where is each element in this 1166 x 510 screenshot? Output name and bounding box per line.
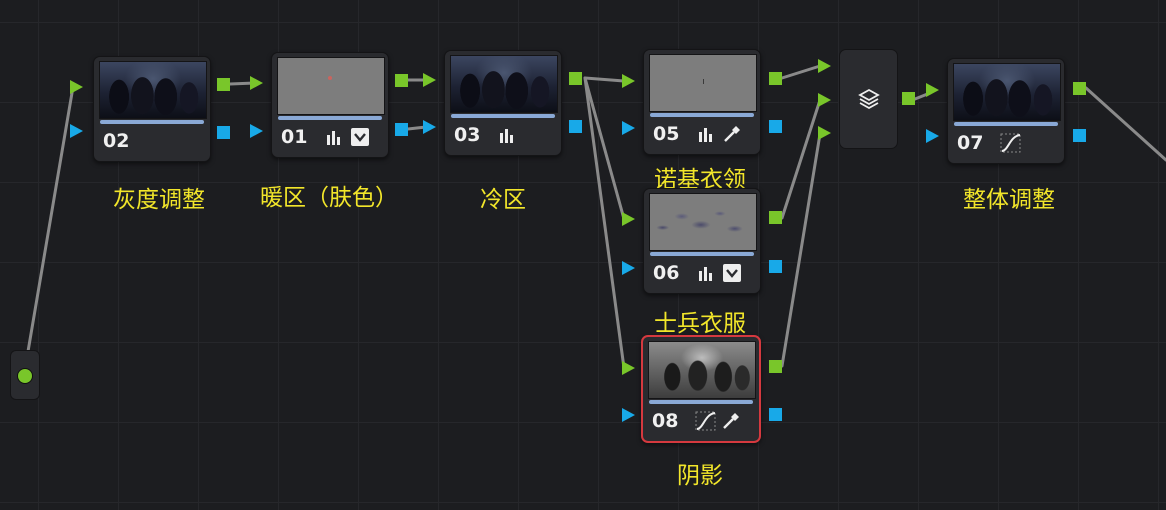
node-08[interactable]: 08 [641, 335, 761, 443]
curves-icon [1000, 133, 1021, 153]
layer-mixer-input-2[interactable] [818, 93, 831, 107]
node-thumbnail [649, 54, 757, 112]
node-02-key-output[interactable] [217, 126, 230, 139]
node-01-rgb-output[interactable] [395, 74, 408, 87]
qualifier-icon [350, 127, 370, 147]
node-01-key-output[interactable] [395, 123, 408, 136]
node-number: 03 [454, 124, 481, 146]
node-03-rgb-output[interactable] [569, 72, 582, 85]
node-status-bar [650, 252, 754, 256]
node-06-rgb-output[interactable] [769, 211, 782, 224]
node-05-key-output[interactable] [769, 120, 782, 133]
node-08-label: 阴影 [677, 463, 723, 489]
node-status-bar [451, 114, 555, 118]
node-thumbnail [649, 193, 757, 251]
node-06-label: 士兵衣服 [654, 311, 746, 337]
node-03-key-input[interactable] [423, 120, 436, 134]
wire-07-output [1084, 86, 1166, 162]
curves-icon [695, 411, 716, 431]
node-number: 07 [957, 132, 984, 154]
node-number: 08 [652, 410, 679, 432]
node-08-rgb-output[interactable] [769, 360, 782, 373]
node-08-rgb-input[interactable] [622, 361, 635, 375]
node-06[interactable]: 06 [643, 188, 761, 294]
wire-03-05 [583, 76, 626, 83]
eyedropper-icon [721, 411, 741, 431]
node-02-key-input[interactable] [70, 124, 83, 138]
layer-mixer-node[interactable] [839, 49, 898, 149]
histogram-icon [696, 124, 716, 144]
node-06-key-output[interactable] [769, 260, 782, 273]
qualifier-icon [722, 263, 742, 283]
node-thumbnail [277, 57, 385, 115]
node-01-label: 暖区（肤色） [260, 185, 398, 211]
layers-icon [857, 87, 880, 110]
node-07-rgb-output[interactable] [1073, 82, 1086, 95]
node-08-key-output[interactable] [769, 408, 782, 421]
node-02-rgb-output[interactable] [217, 78, 230, 91]
node-status-bar [649, 400, 753, 404]
node-06-key-input[interactable] [622, 261, 635, 275]
histogram-icon [324, 127, 344, 147]
node-07-label: 整体调整 [963, 187, 1055, 213]
node-01-key-input[interactable] [250, 124, 263, 138]
node-03-rgb-input[interactable] [423, 73, 436, 87]
node-number: 01 [281, 126, 308, 148]
wire-06-mixer [780, 98, 822, 220]
histogram-icon [497, 125, 517, 145]
node-02-label: 灰度调整 [113, 187, 205, 213]
node-07-rgb-input[interactable] [926, 83, 939, 97]
node-number: 02 [103, 130, 130, 152]
node-thumbnail [450, 55, 558, 113]
node-01-rgb-input[interactable] [250, 76, 263, 90]
layer-mixer-output[interactable] [902, 92, 915, 105]
wire-08-mixer [780, 132, 822, 368]
layer-mixer-input-1[interactable] [818, 59, 831, 73]
node-07[interactable]: 07 [947, 58, 1065, 164]
node-thumbnail [648, 341, 756, 399]
node-07-key-output[interactable] [1073, 129, 1086, 142]
node-status-bar [100, 120, 204, 124]
node-03-label: 冷区 [480, 187, 526, 213]
node-number: 06 [653, 262, 680, 284]
node-05-rgb-output[interactable] [769, 72, 782, 85]
node-07-key-input[interactable] [926, 129, 939, 143]
node-number: 05 [653, 123, 680, 145]
node-06-rgb-input[interactable] [622, 212, 635, 226]
node-08-key-input[interactable] [622, 408, 635, 422]
node-status-bar [278, 116, 382, 120]
node-05[interactable]: 05 [643, 49, 761, 155]
node-05-rgb-input[interactable] [622, 74, 635, 88]
histogram-icon [696, 263, 716, 283]
node-03[interactable]: 03 [444, 50, 562, 156]
eyedropper-icon [722, 124, 742, 144]
layer-mixer-input-3[interactable] [818, 126, 831, 140]
source-port-icon[interactable] [17, 368, 33, 384]
node-02[interactable]: 02 [93, 56, 211, 162]
node-status-bar [954, 122, 1058, 126]
node-thumbnail [99, 61, 207, 119]
node-03-key-output[interactable] [569, 120, 582, 133]
wire-05-mixer [780, 64, 822, 80]
wire-03-08 [583, 76, 626, 370]
wire-03-06 [583, 76, 626, 221]
node-02-rgb-input[interactable] [70, 80, 83, 94]
node-01[interactable]: 01 [271, 52, 389, 158]
node-05-key-input[interactable] [622, 121, 635, 135]
node-status-bar [650, 113, 754, 117]
source-input-node[interactable] [10, 350, 40, 400]
wire-source-02 [22, 85, 75, 377]
node-thumbnail [953, 63, 1061, 121]
